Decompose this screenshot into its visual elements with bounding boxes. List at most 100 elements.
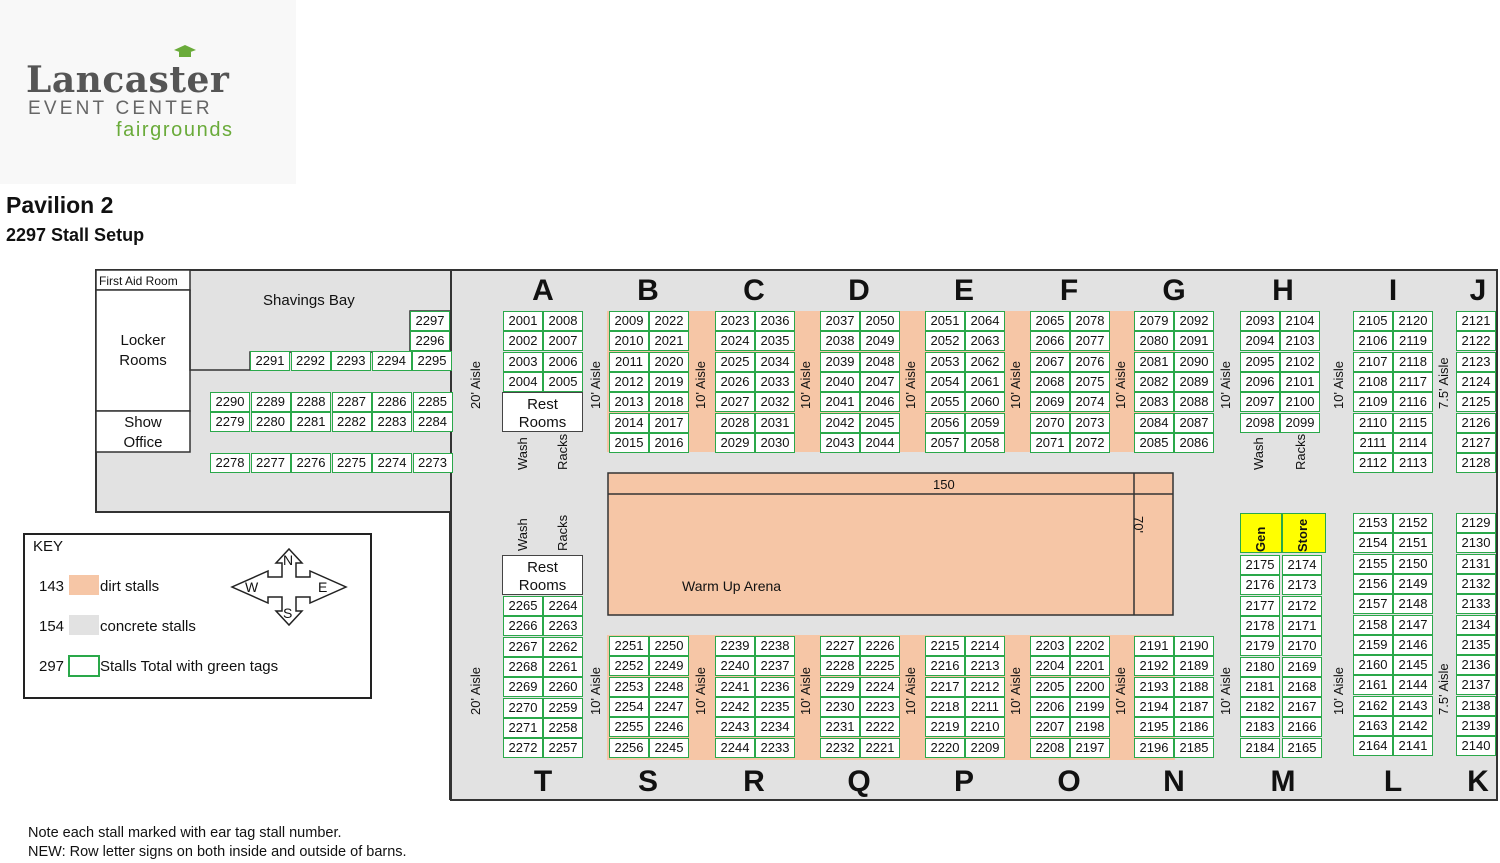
stall-2208: 2208 xyxy=(1030,737,1070,758)
aisle-10-north-3: 10' Aisle xyxy=(798,360,813,409)
stall-2181: 2181 xyxy=(1240,676,1280,697)
stall-2188: 2188 xyxy=(1174,676,1214,697)
stall-2094: 2094 xyxy=(1240,331,1280,352)
aisle-20-north: 20' Aisle xyxy=(468,360,483,409)
stall-2191: 2191 xyxy=(1134,636,1174,656)
stall-2244: 2244 xyxy=(715,737,755,758)
map-key: KEY 143 dirt stalls 154 concrete stalls … xyxy=(23,533,372,699)
stall-2133: 2133 xyxy=(1456,594,1496,615)
stall-2051: 2051 xyxy=(925,311,965,331)
stall-2043: 2043 xyxy=(820,432,860,453)
compass-e: E xyxy=(318,579,328,595)
stall-2182: 2182 xyxy=(1240,697,1280,718)
stall-2224: 2224 xyxy=(860,676,900,697)
stall-2062: 2062 xyxy=(965,351,1005,372)
stall-2025: 2025 xyxy=(715,351,755,372)
stall-2203: 2203 xyxy=(1030,636,1070,656)
stall-2204: 2204 xyxy=(1030,656,1070,677)
aisle-10-north-7: 10' Aisle xyxy=(1218,360,1233,409)
stall-2295: 2295 xyxy=(412,351,452,371)
stall-2087: 2087 xyxy=(1174,412,1214,433)
stall-2222: 2222 xyxy=(860,717,900,738)
stall-2061: 2061 xyxy=(965,371,1005,392)
row-letter-L-bottom: L xyxy=(1383,765,1403,798)
notes: Note each stall marked with ear tag stal… xyxy=(28,824,407,862)
key-concrete-swatch xyxy=(69,615,99,635)
stall-2177: 2177 xyxy=(1240,595,1280,616)
stall-2098: 2098 xyxy=(1240,412,1280,433)
stall-2015: 2015 xyxy=(609,432,649,453)
rest-rooms-south-label: Rest Rooms xyxy=(518,559,567,594)
stall-2037: 2037 xyxy=(820,311,860,331)
stall-2209: 2209 xyxy=(965,737,1005,758)
stall-2286: 2286 xyxy=(372,392,412,412)
stall-2290: 2290 xyxy=(210,392,250,412)
wash-north: Wash xyxy=(515,437,530,470)
stall-2008: 2008 xyxy=(543,311,583,331)
stall-2217: 2217 xyxy=(925,676,965,697)
stall-2274: 2274 xyxy=(372,453,412,473)
stall-2089: 2089 xyxy=(1174,371,1214,392)
stall-2277: 2277 xyxy=(250,453,291,473)
racks-north: Racks xyxy=(555,433,570,470)
rest-rooms-north: Rest Rooms xyxy=(502,392,583,432)
stall-2240: 2240 xyxy=(715,656,755,677)
stall-2130: 2130 xyxy=(1456,533,1496,554)
stall-2128: 2128 xyxy=(1456,453,1496,474)
key-total-count: 297 xyxy=(39,658,65,675)
stall-2250: 2250 xyxy=(649,636,689,656)
stall-2101: 2101 xyxy=(1280,371,1320,392)
stall-2221: 2221 xyxy=(860,737,900,758)
stall-2233: 2233 xyxy=(755,737,795,758)
stall-2239: 2239 xyxy=(715,636,755,656)
stall-2174: 2174 xyxy=(1282,555,1322,575)
stall-2272: 2272 xyxy=(503,738,543,759)
stall-2265: 2265 xyxy=(503,596,543,616)
warm-up-arena xyxy=(607,472,1174,616)
stall-2155: 2155 xyxy=(1353,553,1393,574)
row-letter-O-bottom: O xyxy=(1057,765,1081,798)
stall-2057: 2057 xyxy=(925,432,965,453)
stall-2184: 2184 xyxy=(1240,737,1280,758)
row-letter-F-top: F xyxy=(1059,274,1079,307)
stall-2097: 2097 xyxy=(1240,392,1280,413)
stall-2207: 2207 xyxy=(1030,717,1070,738)
stall-2230: 2230 xyxy=(820,696,860,717)
stall-2197: 2197 xyxy=(1070,737,1110,758)
stall-2214: 2214 xyxy=(965,636,1005,656)
stall-2014: 2014 xyxy=(609,412,649,433)
stall-2190: 2190 xyxy=(1174,636,1214,656)
stall-2149: 2149 xyxy=(1393,573,1433,594)
stall-2199: 2199 xyxy=(1070,696,1110,717)
locker-rooms: Locker Rooms xyxy=(119,332,167,369)
stall-2172: 2172 xyxy=(1282,595,1322,616)
stall-2186: 2186 xyxy=(1174,717,1214,738)
stall-2285: 2285 xyxy=(412,392,453,412)
stall-2227: 2227 xyxy=(820,636,860,656)
stall-2126: 2126 xyxy=(1456,412,1496,433)
stall-2252: 2252 xyxy=(609,656,649,677)
stall-2212: 2212 xyxy=(965,676,1005,697)
stall-2038: 2038 xyxy=(820,331,860,352)
stall-2154: 2154 xyxy=(1353,533,1393,554)
stall-2196: 2196 xyxy=(1134,737,1174,758)
aisle-10-north-2: 10' Aisle xyxy=(693,360,708,409)
stall-2020: 2020 xyxy=(649,351,689,372)
stall-2147: 2147 xyxy=(1393,614,1433,635)
aisle-10-south-2: 10' Aisle xyxy=(693,666,708,715)
stall-2106: 2106 xyxy=(1353,331,1393,352)
stall-2291: 2291 xyxy=(250,351,290,371)
stall-2238: 2238 xyxy=(755,636,795,656)
stall-2229: 2229 xyxy=(820,676,860,697)
stall-2117: 2117 xyxy=(1393,371,1433,392)
compass-s: S xyxy=(283,605,293,621)
stall-2278: 2278 xyxy=(210,453,250,473)
stall-2073: 2073 xyxy=(1070,412,1110,433)
stall-2110: 2110 xyxy=(1353,412,1393,433)
stall-2150: 2150 xyxy=(1393,553,1433,574)
stall-2241: 2241 xyxy=(715,676,755,697)
stall-2065: 2065 xyxy=(1030,311,1070,331)
stall-2246: 2246 xyxy=(649,717,689,738)
stall-2095: 2095 xyxy=(1240,351,1280,372)
stall-2294: 2294 xyxy=(371,351,412,371)
